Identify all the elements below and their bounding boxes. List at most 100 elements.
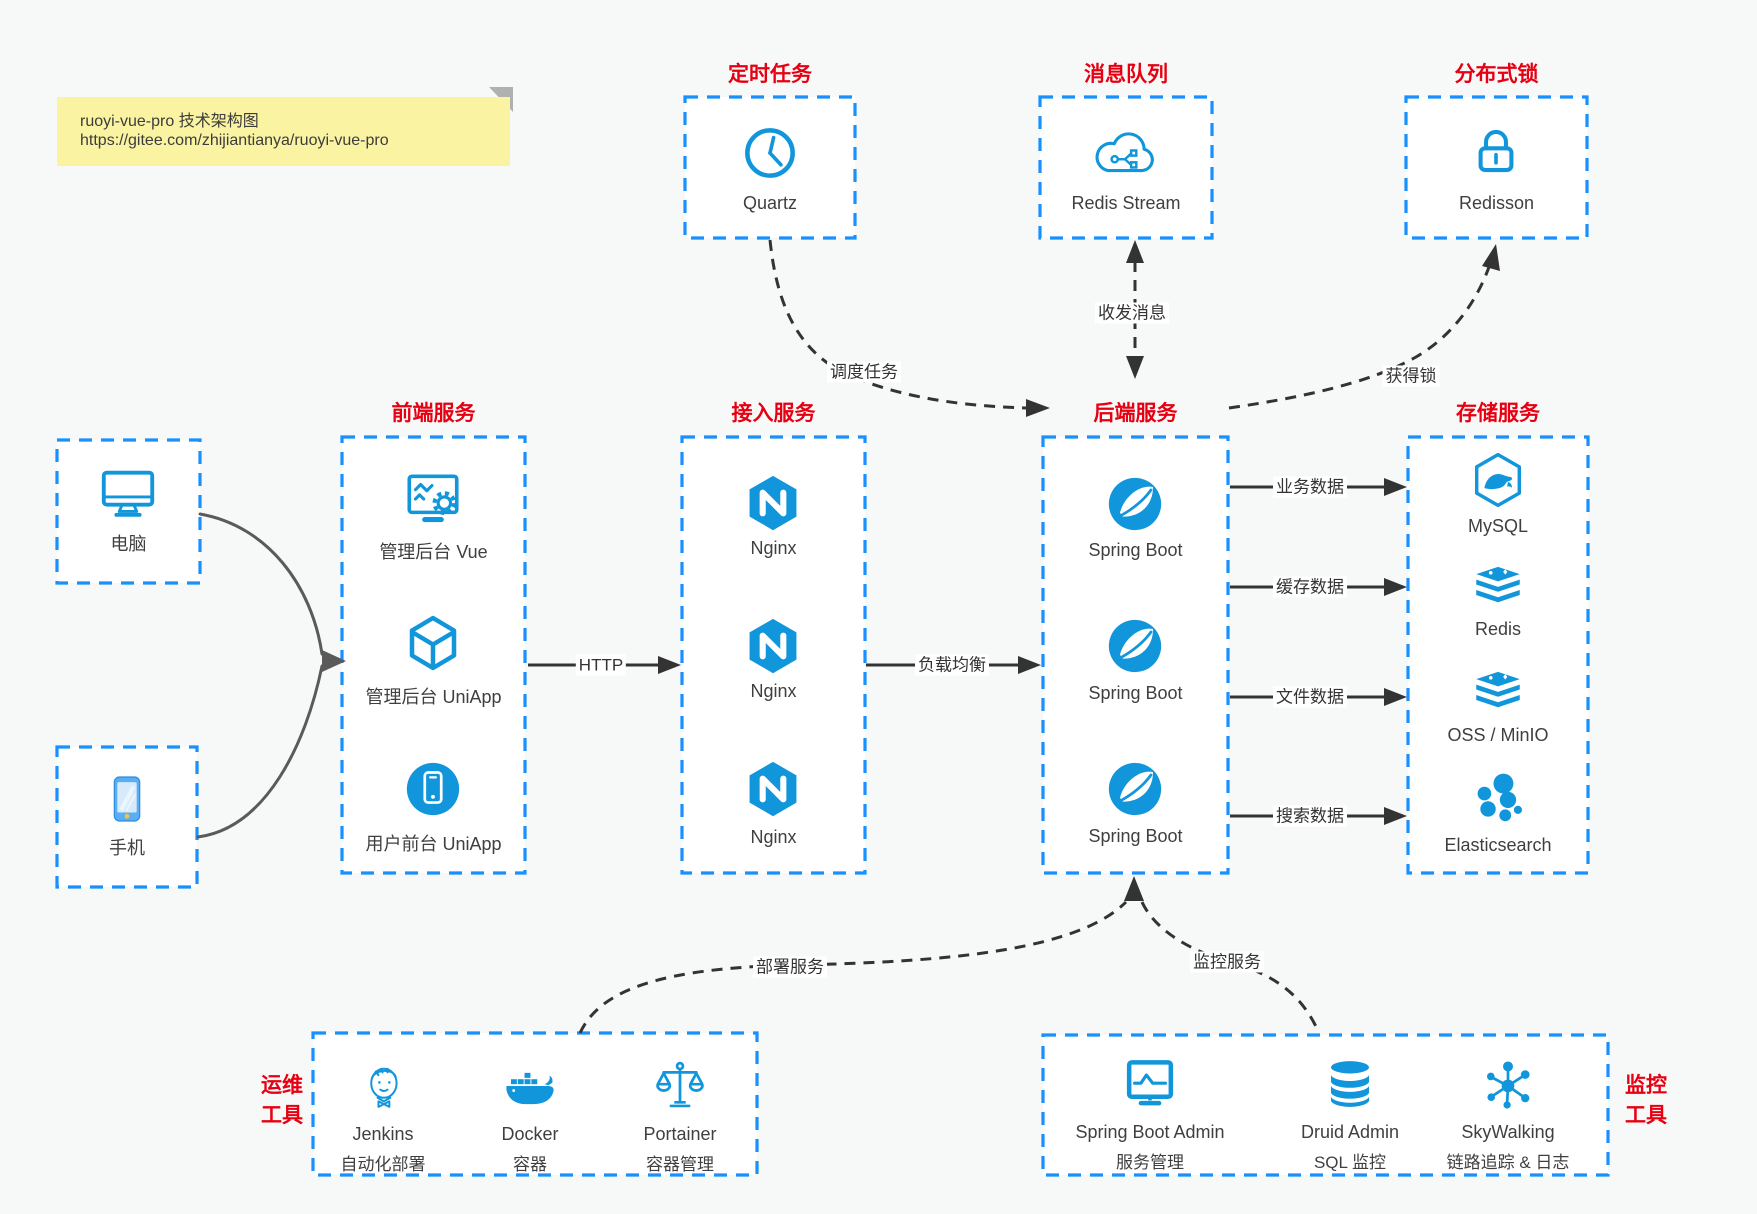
schedule-job-arrowhead bbox=[1026, 399, 1050, 417]
monitor-gear-icon bbox=[407, 474, 459, 523]
monitor-tools-box bbox=[1041, 1033, 1610, 1177]
edge-label-schedule-job: 调度任务 bbox=[827, 361, 901, 383]
edge-label-load-balance: 负载均衡 bbox=[915, 654, 989, 676]
title-message-queue: 消息队列 bbox=[1084, 63, 1168, 86]
sticky-note: ruoyi-vue-pro 技术架构图 https://gitee.com/zh… bbox=[57, 97, 510, 166]
ops-item-name: Docker bbox=[501, 1124, 559, 1144]
quartz-box bbox=[683, 95, 857, 240]
edge-label-http: HTTP bbox=[575, 654, 627, 676]
spring-boot-admin-icon bbox=[1126, 1060, 1174, 1106]
monitor-item-name: Druid Admin bbox=[1300, 1122, 1400, 1142]
frontend-item-label: 管理后台 Vue bbox=[379, 542, 488, 562]
backend-item-label: Spring Boot bbox=[1088, 683, 1183, 703]
edge-label-file-data: 文件数据 bbox=[1273, 686, 1347, 708]
pc-to-frontend-arrow bbox=[198, 512, 324, 656]
phone-to-frontend-arrow bbox=[196, 664, 324, 839]
ops-item-desc: 容器管理 bbox=[646, 1155, 714, 1174]
phone-label: 手机 bbox=[109, 838, 145, 858]
storage-item-label: OSS / MinIO bbox=[1447, 725, 1549, 745]
file-data-arrowhead bbox=[1384, 688, 1407, 706]
monitor-item-desc: 服务管理 bbox=[1116, 1153, 1184, 1172]
title-storage: 存储服务 bbox=[1456, 402, 1540, 425]
pc-label: 电脑 bbox=[110, 534, 147, 554]
ops-item-name: Jenkins bbox=[352, 1124, 414, 1144]
ops-item-name: Portainer bbox=[643, 1124, 717, 1144]
edge-label-cache-data: 缓存数据 bbox=[1273, 576, 1347, 598]
monitor-service-arrow bbox=[1140, 901, 1321, 1034]
ops-item-desc: 自动化部署 bbox=[340, 1155, 426, 1174]
nginx-icon bbox=[749, 761, 797, 817]
business-data-arrowhead bbox=[1384, 478, 1407, 496]
messaging-down-arrowhead bbox=[1126, 356, 1144, 379]
title-frontend: 前端服务 bbox=[391, 402, 476, 425]
mysql-icon bbox=[1474, 452, 1522, 508]
title-gateway: 接入服务 bbox=[731, 402, 816, 425]
edge-label-search-data: 搜索数据 bbox=[1273, 805, 1347, 827]
elasticsearch-icon bbox=[1477, 773, 1523, 822]
lock-icon bbox=[1478, 129, 1514, 173]
title-scheduled-job: 定时任务 bbox=[728, 63, 812, 86]
schedule-job-arrow bbox=[768, 239, 1027, 410]
desktop-icon bbox=[101, 470, 155, 517]
docker-icon bbox=[506, 1072, 554, 1105]
message-queue-box bbox=[1038, 95, 1214, 240]
nginx-icon bbox=[749, 475, 797, 531]
edge-label-monitor-service: 监控服务 bbox=[1190, 951, 1264, 973]
gateway-item-label: Nginx bbox=[750, 538, 797, 558]
monitor-item-desc: SQL 监控 bbox=[1313, 1153, 1387, 1172]
redis-stream-label: Redis Stream bbox=[1071, 193, 1181, 213]
spring-boot-icon bbox=[1108, 762, 1162, 816]
edge-label-business-data: 业务数据 bbox=[1273, 476, 1347, 498]
ops-tools-side-title: 运维 工具 bbox=[261, 1074, 303, 1127]
pc-box bbox=[55, 438, 202, 585]
frontend-item-label: 用户前台 UniApp bbox=[365, 834, 502, 854]
storage-item-label: MySQL bbox=[1467, 516, 1528, 536]
oss-minio-icon bbox=[1476, 671, 1520, 708]
gateway-item-label: Nginx bbox=[750, 827, 797, 847]
title-distributed-lock: 分布式锁 bbox=[1454, 63, 1539, 86]
phone-app-icon bbox=[406, 762, 460, 816]
cloud-mq-icon bbox=[1095, 132, 1154, 173]
jenkins-icon bbox=[370, 1067, 398, 1108]
druid-icon bbox=[1330, 1061, 1370, 1107]
clients-arrowhead bbox=[322, 650, 346, 672]
note-title: ruoyi-vue-pro 技术架构图 bbox=[80, 113, 259, 130]
storage-item-label: Redis bbox=[1474, 619, 1522, 639]
gateway-item-label: Nginx bbox=[750, 681, 797, 701]
storage-box bbox=[1406, 435, 1590, 875]
redis-icon bbox=[1476, 566, 1520, 603]
acquire-lock-arrowhead bbox=[1482, 244, 1500, 271]
monitor-item-name: SkyWalking bbox=[1461, 1122, 1555, 1142]
redisson-label: Redisson bbox=[1458, 193, 1535, 213]
quartz-label: Quartz bbox=[742, 193, 798, 213]
mobile-icon bbox=[113, 776, 141, 822]
title-backend: 后端服务 bbox=[1093, 402, 1178, 425]
spring-boot-icon bbox=[1108, 619, 1162, 673]
monitor-item-desc: 链路追踪 & 日志 bbox=[1446, 1153, 1570, 1172]
edge-label-deploy-service: 部署服务 bbox=[753, 956, 827, 978]
messaging-up-arrowhead bbox=[1126, 240, 1144, 263]
monitor-item-name: Spring Boot Admin bbox=[1075, 1122, 1225, 1142]
edge-label-acquire-lock: 获得锁 bbox=[1382, 365, 1440, 387]
monitor-tools-side-title: 监控 工具 bbox=[1625, 1074, 1667, 1127]
backend-item-label: Spring Boot bbox=[1088, 826, 1183, 846]
deploy-service-arrow bbox=[578, 900, 1128, 1034]
skywalking-icon bbox=[1486, 1061, 1530, 1109]
acquire-lock-arrow bbox=[1228, 266, 1491, 410]
note-link: https://gitee.com/zhijiantianya/ruoyi-vu… bbox=[80, 132, 389, 149]
ops-item-desc: 容器 bbox=[513, 1155, 547, 1174]
redisson-box bbox=[1404, 95, 1589, 240]
cache-data-arrowhead bbox=[1384, 578, 1407, 596]
clock-icon bbox=[745, 128, 795, 178]
cube-icon bbox=[409, 615, 457, 671]
nginx-icon bbox=[749, 618, 797, 674]
storage-item-label: Elasticsearch bbox=[1444, 835, 1552, 855]
load-balance-arrowhead bbox=[1018, 656, 1041, 674]
frontend-item-label: 管理后台 UniApp bbox=[365, 687, 502, 707]
spring-boot-icon bbox=[1108, 477, 1162, 531]
search-data-arrowhead bbox=[1384, 807, 1407, 825]
backend-item-label: Spring Boot bbox=[1088, 540, 1183, 560]
http-arrowhead bbox=[658, 656, 681, 674]
deploy-monitor-arrowhead bbox=[1124, 876, 1144, 901]
